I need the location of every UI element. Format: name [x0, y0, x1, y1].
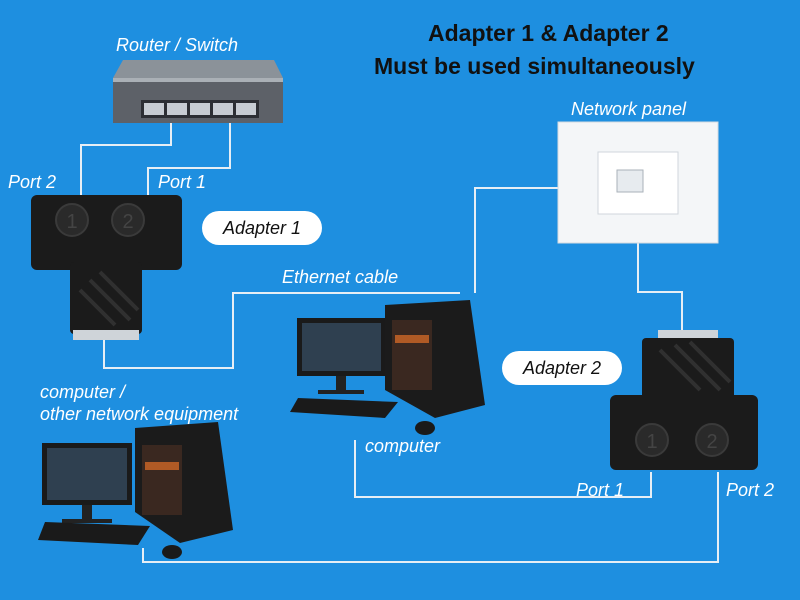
port2-bottom-label: Port 2 — [726, 480, 775, 500]
adapter1-port-number-2: 2 — [122, 211, 133, 233]
adapter2-label: Adapter 2 — [502, 351, 622, 385]
cable-panel-adapter2 — [637, 243, 683, 335]
port2-top-label: Port 2 — [8, 172, 57, 192]
cable-router-port2 — [80, 123, 172, 197]
network-panel — [557, 121, 719, 244]
adapter1-port-number-1: 1 — [66, 211, 77, 233]
network-panel-label: Network panel — [571, 99, 687, 119]
cable-computer-port1 — [354, 440, 652, 498]
router-switch — [113, 60, 283, 123]
adapter-2-body: 1 2 — [610, 330, 758, 470]
title-line-1: Adapter 1 & Adapter 2 — [428, 20, 669, 46]
adapter1-label: Adapter 1 — [202, 211, 322, 245]
computer-other-label-line1: computer / — [40, 382, 126, 402]
cable-router-port1 — [147, 123, 231, 197]
computer-left — [38, 422, 233, 559]
router-switch-label: Router / Switch — [116, 35, 239, 55]
adapter2-port-number-1: 1 — [646, 431, 657, 453]
computer-center — [290, 300, 485, 435]
cable-panel-left — [474, 187, 558, 293]
cables — [80, 123, 719, 563]
computer-other-label-line2: other network equipment — [40, 404, 239, 424]
cable-computer-port2 — [142, 472, 719, 563]
cable-adapter1-out — [103, 292, 460, 369]
ethernet-cable-label: Ethernet cable — [282, 267, 399, 287]
adapter-1-body: 1 2 — [31, 195, 182, 340]
port1-bottom-label: Port 1 — [576, 480, 625, 500]
title-line-2: Must be used simultaneously — [374, 53, 695, 79]
computer-label: computer — [365, 436, 441, 456]
adapter2-port-number-2: 2 — [706, 431, 717, 453]
port1-top-label: Port 1 — [158, 172, 207, 192]
